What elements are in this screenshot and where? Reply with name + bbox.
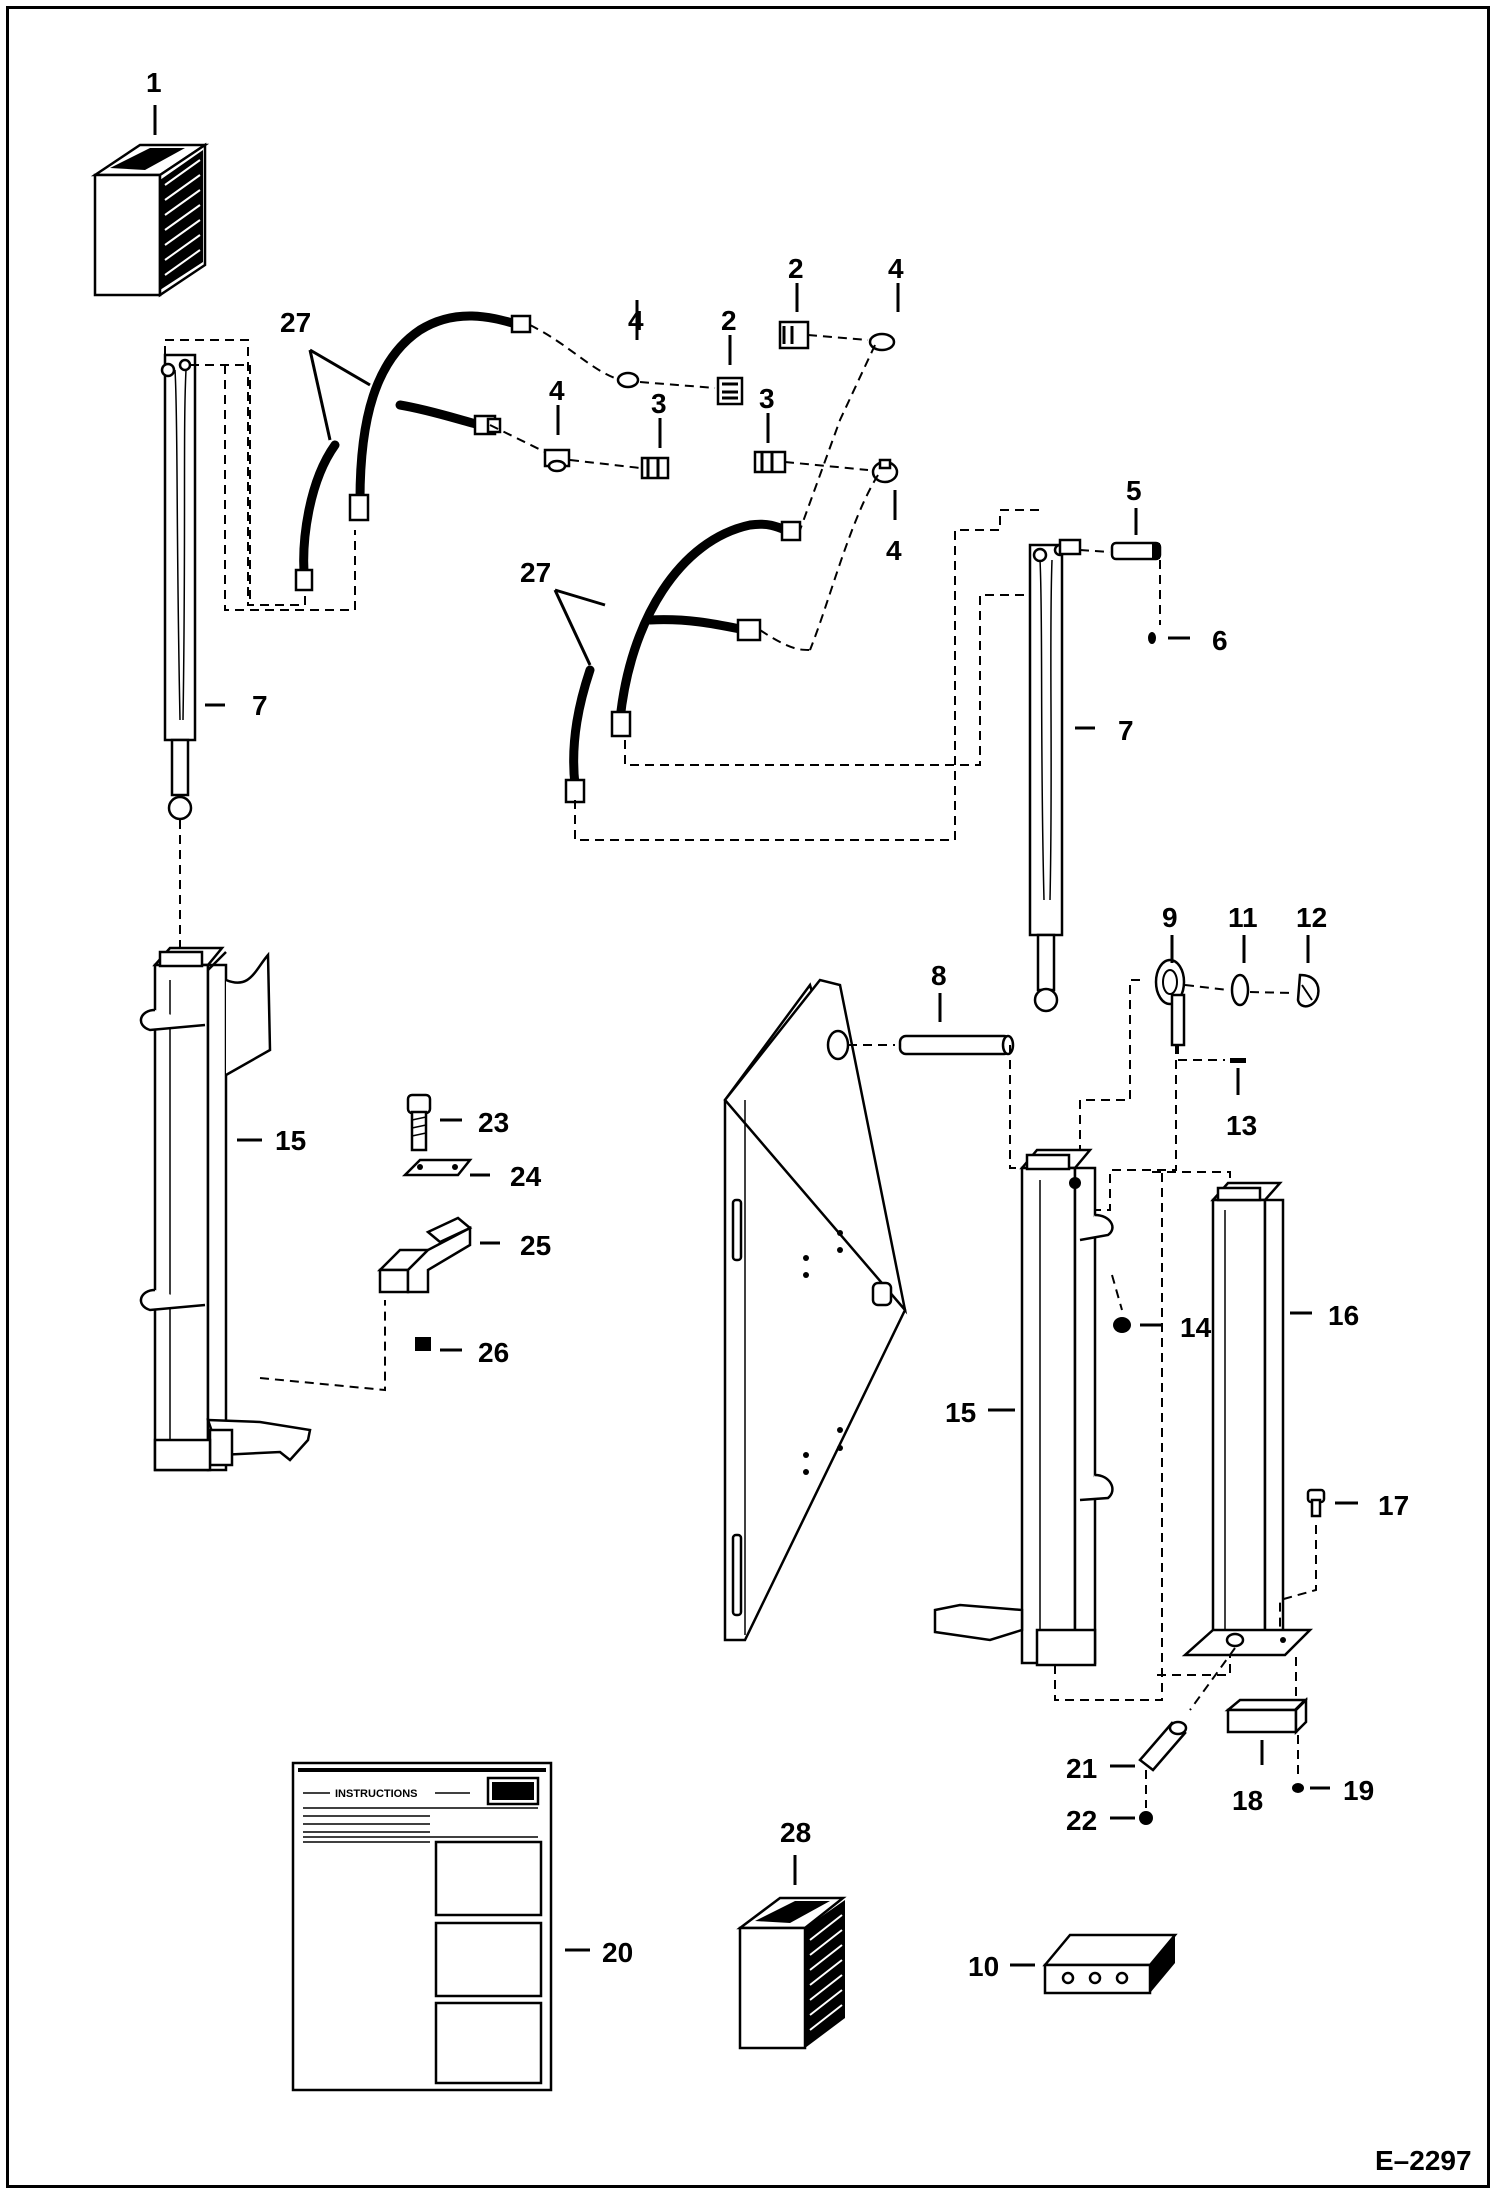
part-9-pin-with-ring (1154, 958, 1186, 1047)
part-15-post-right (933, 1148, 1114, 1667)
part-20-pin (1138, 1720, 1188, 1772)
part-5-pin (1110, 541, 1162, 561)
callout-7b: 7 (1118, 715, 1134, 746)
callout-13: 13 (1226, 1110, 1257, 1141)
callout-15a: 15 (275, 1125, 306, 1156)
callout-18: 18 (1232, 1785, 1263, 1816)
callout-7a: 7 (252, 690, 268, 721)
part-24-bracket (376, 1216, 473, 1294)
callout-1: 1 (146, 67, 162, 98)
callout-17: 17 (1378, 1490, 1409, 1521)
part-2-nut-a (716, 376, 744, 406)
part-13-cotter (1230, 1058, 1246, 1063)
part-11-washer (1230, 973, 1250, 1007)
part-25-nut (415, 1337, 431, 1351)
part-4-fitting-a (616, 371, 640, 389)
part-15-post-left (139, 946, 312, 1472)
callout-4d: 4 (886, 535, 902, 566)
callout-2a: 2 (721, 305, 737, 336)
part-3-adapter-b (753, 450, 787, 474)
callout-19: 19 (1343, 1775, 1374, 1806)
callout-9: 9 (1162, 902, 1178, 933)
part-27-hoses-upper (294, 311, 532, 592)
callout-15b: 15 (945, 1397, 976, 1428)
callout-23: 24 (510, 1161, 542, 1192)
part-7-cylinder-left (160, 353, 197, 821)
drawing-frame (6, 6, 1490, 2188)
pivot-plate (723, 978, 908, 1642)
callout-4c: 4 (549, 375, 565, 406)
callout-28: 28 (780, 1817, 811, 1848)
part-2-nut-b (778, 320, 810, 350)
part-1-box (90, 142, 210, 298)
callout-25: 26 (478, 1337, 509, 1368)
callout-22: 23 (478, 1107, 509, 1138)
part-8-pin (898, 1034, 1015, 1056)
part-3-adapter-a (640, 456, 670, 480)
callout-16: 16 (1328, 1300, 1359, 1331)
callout-3a: 3 (651, 388, 667, 419)
part-28-box (736, 1896, 847, 2050)
part-12-clip (1296, 973, 1320, 1008)
part-4-fitting-b (868, 332, 896, 352)
callout-3b: 3 (759, 383, 775, 414)
callout-4a: 4 (628, 305, 644, 336)
part-7-cylinder-right (1028, 538, 1082, 1013)
instructions-title: INSTRUCTIONS (335, 1788, 418, 1800)
callout-12: 12 (1296, 902, 1327, 933)
callout-14: 14 (1180, 1312, 1212, 1343)
callout-24: 25 (520, 1230, 551, 1261)
part-22-bolt (406, 1093, 432, 1152)
part-21-nut (1139, 1811, 1153, 1825)
callout-5: 5 (1126, 475, 1142, 506)
part-10-manifold-block (1042, 1933, 1178, 1995)
callout-27b: 27 (520, 557, 551, 588)
part-6-clip (1148, 632, 1156, 644)
callout-26: 20 (602, 1937, 633, 1968)
callout-20: 21 (1066, 1753, 1097, 1784)
part-14-nut (1113, 1317, 1131, 1333)
part-27-hoses-lower (564, 519, 802, 804)
callout-27a: 27 (280, 307, 311, 338)
part-19-nut (1292, 1783, 1304, 1793)
drawing-code: E–2297 (1375, 2145, 1472, 2176)
part-4-fitting-c (543, 448, 571, 473)
callout-21: 22 (1066, 1805, 1097, 1836)
part-17-bolt (1306, 1488, 1326, 1518)
callout-10: 10 (968, 1951, 999, 1982)
part-18-bracket (1224, 1696, 1309, 1736)
part-4-fitting-d (871, 458, 899, 484)
part-16-post (1181, 1181, 1314, 1657)
callout-4b: 4 (888, 253, 904, 284)
callout-2b: 2 (788, 253, 804, 284)
part-26-instruction-sheet: INSTRUCTIONS (291, 1761, 553, 2092)
callout-11: 11 (1228, 902, 1258, 933)
callout-8: 8 (931, 960, 947, 991)
part-23-plate (401, 1158, 473, 1177)
callout-6: 6 (1212, 625, 1228, 656)
